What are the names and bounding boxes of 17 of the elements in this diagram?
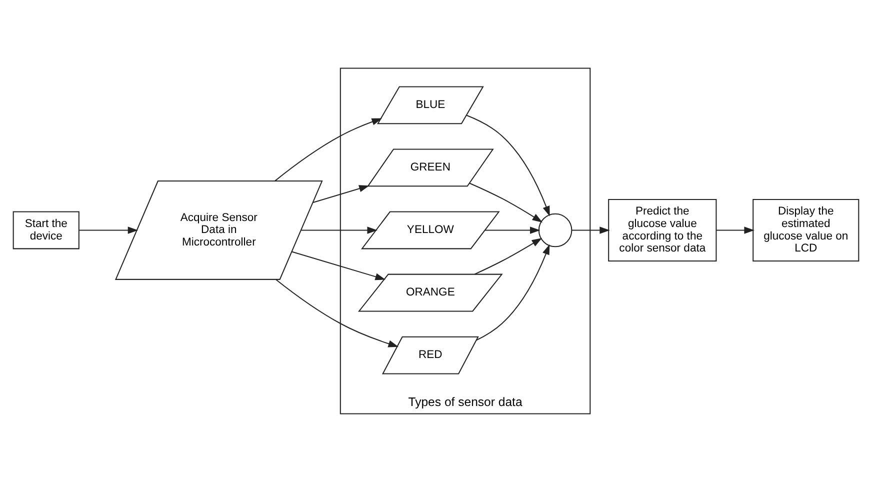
- arrow: [474, 238, 542, 275]
- node-box: Start the device: [12, 211, 79, 250]
- arrow: [312, 185, 369, 203]
- arrow: [484, 226, 540, 234]
- arrow: [716, 226, 754, 234]
- node-box: Display the estimated glucose value on LCD: [752, 198, 859, 262]
- arrow: [275, 279, 398, 348]
- arrow: [291, 251, 386, 280]
- node-box: Predict the glucose value according to the color sensor data: [608, 198, 716, 262]
- arrow: [274, 118, 382, 182]
- arrow: [300, 226, 377, 234]
- arrow: [571, 226, 610, 234]
- arrow: [468, 182, 542, 222]
- arrow: [78, 226, 138, 234]
- arrow: [476, 244, 550, 341]
- node-circle: [538, 213, 572, 248]
- arrow: [466, 114, 550, 216]
